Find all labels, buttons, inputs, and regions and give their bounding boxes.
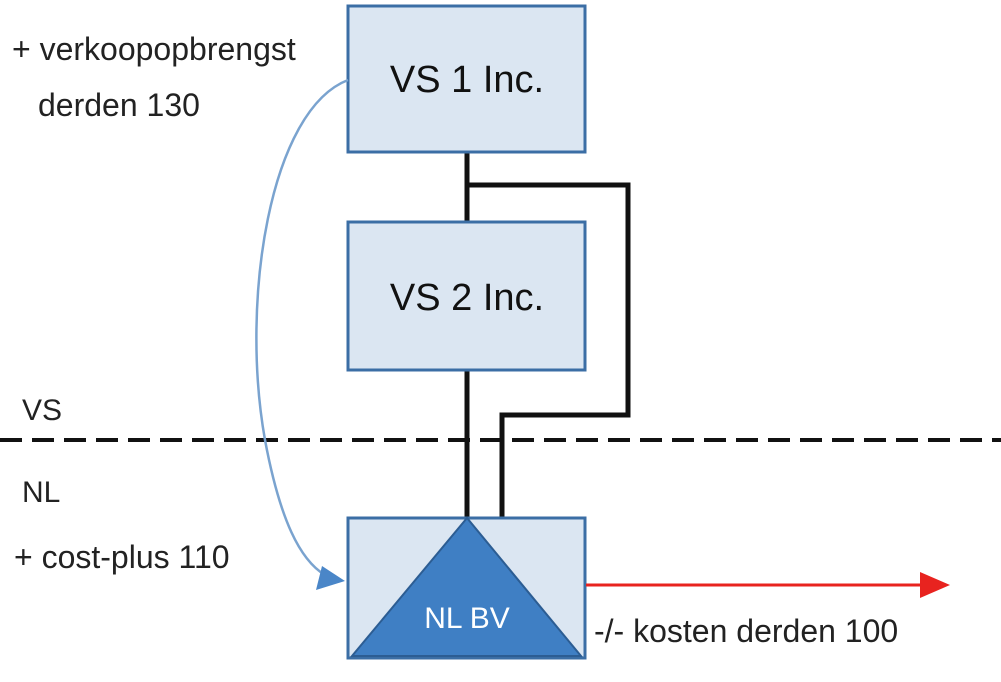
vs1-box: VS 1 Inc. bbox=[346, 4, 587, 154]
vs2-label: VS 2 Inc. bbox=[390, 277, 544, 319]
cost-plus-annotation: + cost-plus 110 bbox=[14, 539, 230, 575]
cost-arrowhead bbox=[920, 572, 950, 598]
vs1-label: VS 1 Inc. bbox=[390, 59, 544, 101]
nlbv-box: NL BV bbox=[346, 516, 587, 660]
sales-annotation-line2: derden 130 bbox=[38, 87, 200, 123]
vs2-box: VS 2 Inc. bbox=[346, 220, 587, 372]
third-party-costs-annotation: -/- kosten derden 100 bbox=[594, 613, 898, 649]
sales-flow-arrow bbox=[255, 78, 349, 577]
nlbv-triangle bbox=[349, 516, 584, 657]
nlbv-label: NL BV bbox=[424, 602, 510, 635]
sales-annotation-line1: + verkoopopbrengst bbox=[12, 31, 296, 67]
sales-flow-arrowhead bbox=[316, 566, 345, 590]
ownership-line-vs1-nlbv bbox=[467, 182, 631, 518]
region-label-nl: NL bbox=[22, 476, 60, 509]
region-label-vs: VS bbox=[22, 394, 62, 427]
